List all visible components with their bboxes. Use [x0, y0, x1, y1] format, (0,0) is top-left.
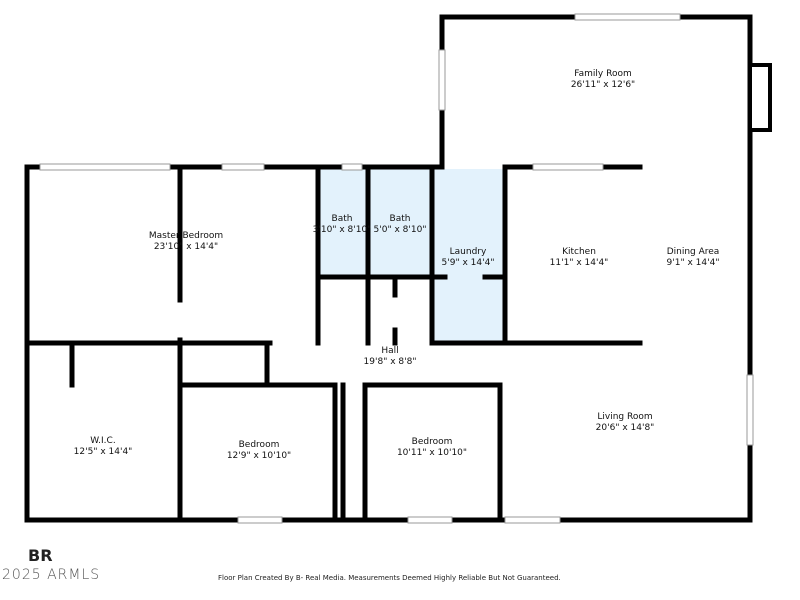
footer-disclaimer: Floor Plan Created By B- Real Media. Mea…: [218, 574, 561, 582]
room-dims: 23'10" x 14'4": [153, 242, 219, 252]
logo-mark: BR: [28, 546, 53, 565]
room-dims: 20'6" x 14'8": [595, 423, 655, 433]
room-dims: 11'1" x 14'4": [549, 258, 609, 268]
bedroom-divider: [332, 382, 368, 523]
room-name: Family Room: [574, 69, 632, 79]
room-name: Kitchen: [562, 247, 596, 257]
laundry-fill: [432, 169, 505, 343]
armls-logo: BR 2025 ARMLS: [2, 546, 101, 584]
window: [237, 516, 283, 524]
room-dims: 9'1" x 14'4": [666, 258, 720, 268]
room-dims: 12'9" x 10'10": [226, 451, 292, 461]
window: [39, 163, 171, 171]
room-name: Living Room: [597, 412, 653, 422]
room-name: Bedroom: [238, 440, 280, 450]
room-name: Bath: [389, 214, 411, 224]
wet-room-fills: [318, 169, 505, 343]
room-name: W.I.C.: [90, 436, 116, 446]
fireplace: [748, 63, 772, 132]
room-dims: 5'9" x 14'4": [441, 258, 495, 268]
room-dims: 5'0" x 8'10": [373, 225, 427, 235]
window: [438, 49, 446, 111]
room-name: Hall: [381, 346, 399, 356]
window: [574, 13, 681, 21]
room-name: Bedroom: [411, 437, 453, 447]
windows: [39, 13, 754, 524]
bath-walls: [315, 164, 508, 346]
room-dims: 19'8" x 8'8": [363, 357, 417, 367]
window: [532, 163, 604, 171]
room-dims: 3'10" x 8'10": [312, 225, 372, 235]
logo-text: 2025 ARMLS: [2, 567, 101, 583]
room-name: Master Bedroom: [148, 231, 224, 241]
window: [407, 516, 453, 524]
wic-side-walls: [69, 340, 270, 388]
window: [221, 163, 265, 171]
window: [746, 374, 754, 446]
room-name: Dining Area: [666, 247, 720, 257]
window: [504, 516, 561, 524]
room-name: Bath: [331, 214, 353, 224]
room-label-wic: W.I.C.12'5" x 14'4": [74, 436, 133, 458]
window: [341, 163, 363, 171]
room-name: Laundry: [449, 247, 487, 257]
room-dims: 26'11" x 12'6": [570, 80, 636, 90]
room-dims: 10'11" x 10'10": [396, 448, 468, 458]
bath-fill: [318, 169, 432, 277]
room-dims: 12'5" x 14'4": [73, 447, 133, 457]
